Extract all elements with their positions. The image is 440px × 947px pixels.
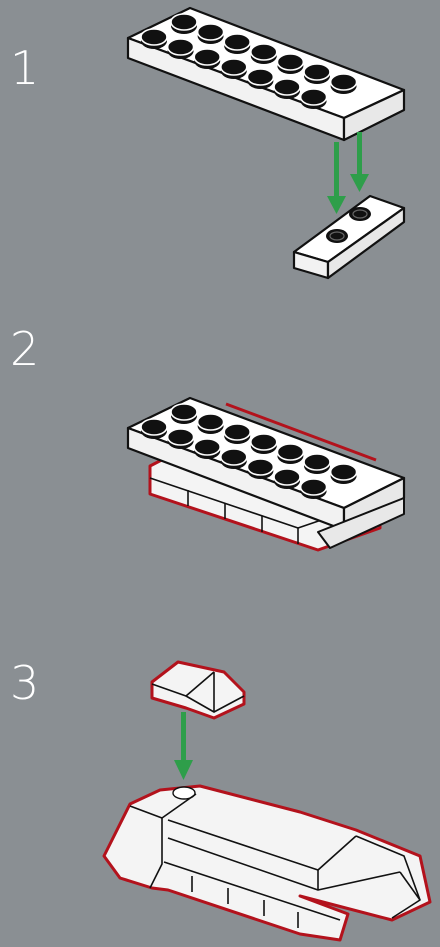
stud-top [194, 49, 220, 65]
step-1-illustration [0, 0, 440, 300]
stud-top [251, 44, 277, 60]
stud-top [277, 54, 303, 70]
ship-outline [104, 786, 430, 940]
step-3: 3 [0, 600, 440, 947]
stud [326, 229, 348, 243]
stud-top [301, 479, 327, 495]
arrow-head [327, 196, 346, 214]
down-arrow [174, 712, 193, 780]
stud-top [304, 454, 330, 470]
stud-top [247, 69, 273, 85]
stud-top [221, 59, 247, 75]
stud-top [301, 89, 327, 105]
stud-top [221, 449, 247, 465]
stud-top [277, 444, 303, 460]
stud-top [194, 439, 220, 455]
stud-top [168, 39, 194, 55]
stud-top [331, 464, 357, 480]
stud-top [331, 74, 357, 90]
step-1: 1 [0, 0, 440, 300]
arrow-head [350, 174, 369, 192]
stud-top [224, 424, 250, 440]
step-2: 2 [0, 300, 440, 600]
stud-top [141, 29, 167, 45]
arrow-head [174, 760, 193, 780]
step-3-illustration [0, 600, 440, 947]
stud-top [171, 14, 197, 30]
stud-top [198, 414, 224, 430]
stud-top [168, 429, 194, 445]
stud-top [224, 34, 250, 50]
stud-top [247, 459, 273, 475]
stud-top [251, 434, 277, 450]
stud-top [198, 24, 224, 40]
step-2-illustration [0, 300, 440, 600]
stud-top [141, 419, 167, 435]
ship-assembly [104, 786, 430, 940]
arrow-shaft [334, 142, 339, 200]
arrow-shaft [181, 712, 186, 764]
stud-top [304, 64, 330, 80]
arrow-shaft [357, 132, 362, 178]
stud-top [171, 404, 197, 420]
plate-1x4 [294, 196, 404, 278]
stud-top [274, 79, 300, 95]
stud-top [274, 469, 300, 485]
stud [349, 207, 371, 221]
slope-piece [152, 662, 244, 718]
slope-outline [152, 662, 244, 718]
